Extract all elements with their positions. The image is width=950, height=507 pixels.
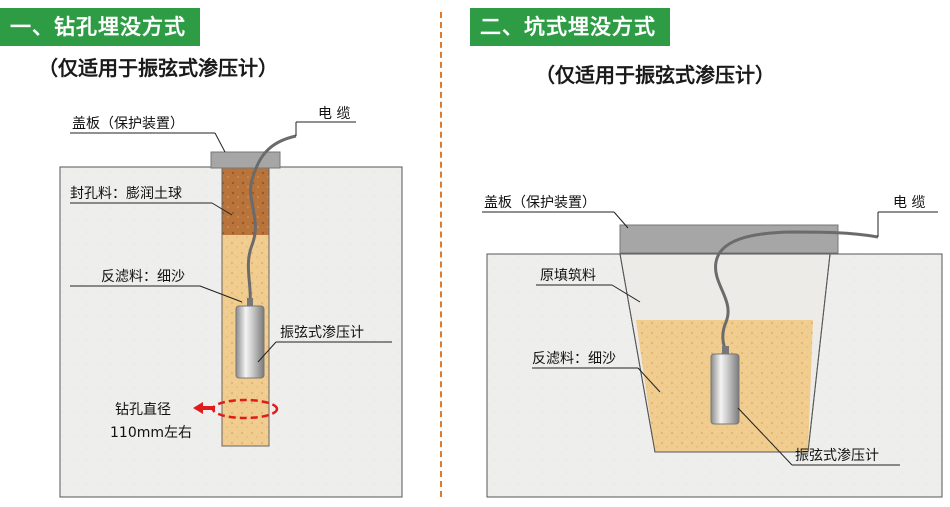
right-cable xyxy=(714,230,879,353)
diameter-arrow-head xyxy=(193,402,203,414)
backfill-label: 原填筑料 xyxy=(540,268,596,284)
right-sensor-cap xyxy=(722,346,729,356)
pit-outline xyxy=(619,253,831,453)
left-section-subtitle: （仅适用于振弦式渗压计） xyxy=(38,56,278,80)
right-cover-plate xyxy=(619,224,839,254)
right-section-subtitle: （仅适用于振弦式渗压计） xyxy=(535,63,775,87)
diameter-label-line2: 110mm左右 xyxy=(110,425,192,441)
right-sensor-label: 振弦式渗压计 xyxy=(795,448,879,464)
left-cover-plate xyxy=(210,151,281,169)
diameter-label-line1: 钻孔直径 xyxy=(115,401,171,418)
left-cover-label: 盖板（保护装置） xyxy=(72,116,184,132)
section-divider xyxy=(440,12,442,497)
left-sensor-label: 振弦式渗压计 xyxy=(280,325,364,341)
bentonite-seal xyxy=(222,167,269,235)
left-cable xyxy=(246,134,297,306)
right-pit-diagram: 盖板（保护装置） 电 缆 原填筑料 反滤料：细沙 振弦式渗压计 xyxy=(482,195,943,498)
right-cable-label: 电 缆 xyxy=(893,195,925,211)
left-filter-label: 反滤料：细沙 xyxy=(101,269,185,285)
left-sensor xyxy=(235,305,265,379)
right-sensor xyxy=(710,353,740,425)
seal-label: 封孔料：膨润土球 xyxy=(70,185,182,202)
right-section-banner: 二、坑式埋没方式 xyxy=(470,8,670,46)
left-sensor-cap xyxy=(247,298,253,308)
left-cable-label: 电 缆 xyxy=(318,106,350,122)
left-borehole-diagram: 盖板（保护装置） 电 缆 封孔料：膨润土球 反滤料：细沙 振弦式渗压计 钻孔直径… xyxy=(59,106,403,498)
right-filter-label: 反滤料：细沙 xyxy=(532,351,616,367)
right-cover-label: 盖板（保护装置） xyxy=(484,195,596,211)
left-section-banner: 一、钻孔埋没方式 xyxy=(0,8,200,46)
